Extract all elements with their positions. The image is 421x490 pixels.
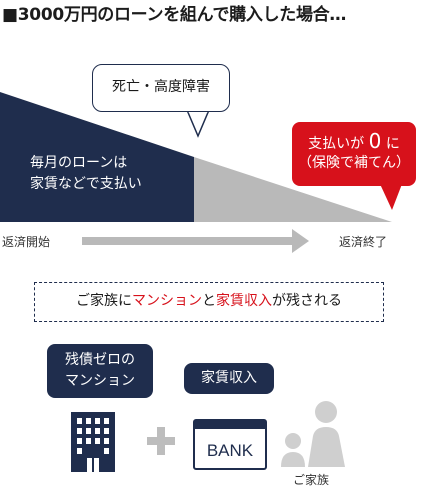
navy-loan-area xyxy=(0,92,194,222)
mansion-pill: 残債ゼロの マンション xyxy=(47,344,153,398)
red-bubble-suffix: に xyxy=(385,136,400,152)
mansion-pill-line1: 残債ゼロの xyxy=(65,352,135,368)
payment-zero-bubble: 支払いが 0 に （保険で補てん） xyxy=(292,122,416,186)
red-bubble-prefix: 支払いが xyxy=(308,136,365,152)
navy-area-text: 毎月のローンは 家賃などで支払い xyxy=(30,153,142,195)
timeline-start-label: 返済開始 xyxy=(2,235,51,249)
bank-text: BANK xyxy=(207,441,254,460)
death-disability-callout: 死亡・高度障害 xyxy=(92,64,230,112)
family-label: ご家族 xyxy=(293,473,330,487)
rental-income-pill: 家賃収入 xyxy=(184,363,274,394)
mansion-pill-line2: マンション xyxy=(65,373,135,389)
timeline-arrow-head xyxy=(292,229,309,253)
message-part1: ご家族に xyxy=(76,293,132,309)
navy-area-line1: 毎月のローンは xyxy=(30,155,128,171)
callout-death-text: 死亡・高度障害 xyxy=(112,79,210,95)
building-icon xyxy=(71,412,115,472)
message-part5: が残される xyxy=(272,293,342,309)
message-part4: 家賃収入 xyxy=(216,293,272,309)
red-bubble-zero: 0 xyxy=(368,129,382,153)
gray-insured-area xyxy=(194,157,392,222)
plus-icon xyxy=(147,427,175,455)
message-part3: と xyxy=(202,293,216,309)
message-box: ご家族にマンションと家賃収入が残される xyxy=(34,282,384,322)
page-title: ■3000万円のローンを組んで購入した場合… xyxy=(2,5,347,25)
red-bubble-tail xyxy=(380,184,402,210)
navy-area-line2: 家賃などで支払い xyxy=(30,176,142,192)
bank-icon: BANK xyxy=(193,419,267,470)
family-icon xyxy=(281,401,345,467)
red-bubble-line2: （保険で補てん） xyxy=(298,155,410,171)
red-bubble-line1: 支払いが 0 に xyxy=(292,129,416,154)
timeline-end-label: 返済終了 xyxy=(339,235,388,249)
timeline-arrow-shaft xyxy=(82,237,294,245)
message-part2: マンション xyxy=(132,293,202,309)
callout-tail xyxy=(185,109,211,138)
